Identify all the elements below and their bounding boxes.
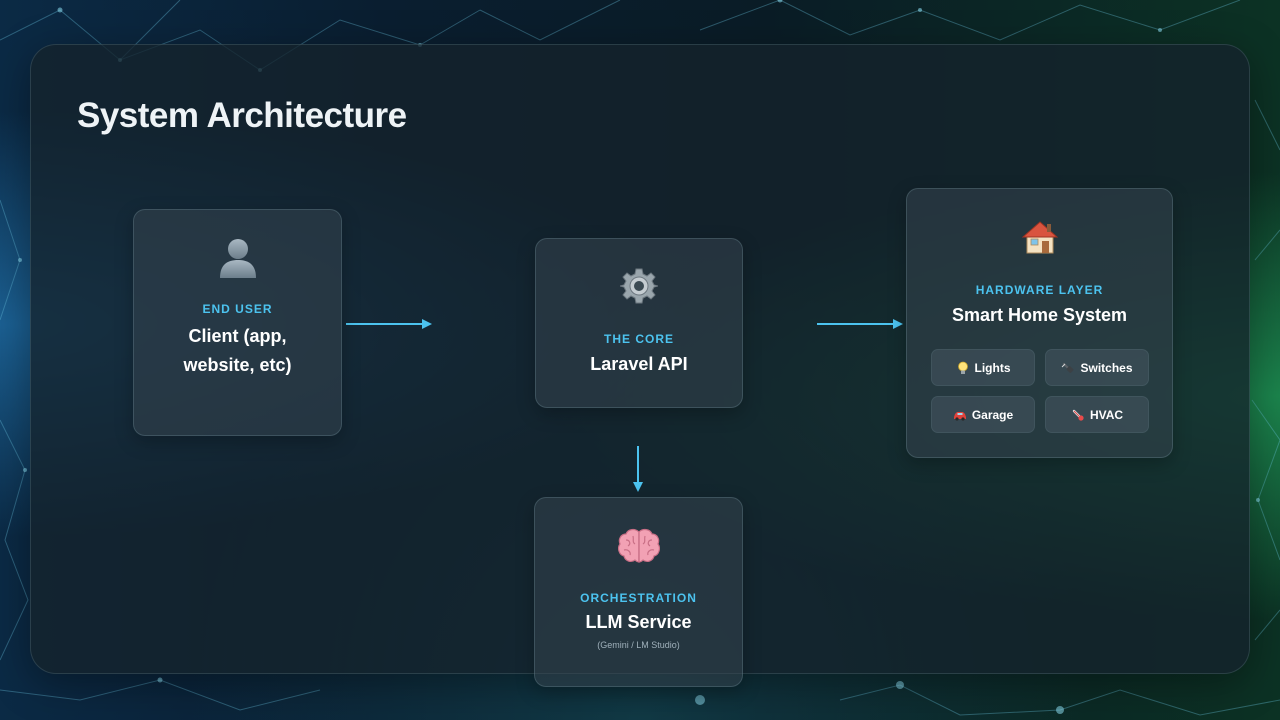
device-label-garage: Garage [971,407,1014,422]
device-label-hvac: HVAC [1089,407,1124,422]
device-switches: Switches [1045,349,1149,386]
llm-kicker: ORCHESTRATION [580,591,697,605]
hardware-name: Smart Home System [951,305,1128,325]
car-icon [953,411,966,421]
core-kicker: THE CORE [603,332,674,346]
llm-subtitle: (Gemini / LM Studio) [597,640,680,650]
device-hvac: HVAC [1045,396,1149,433]
hardware-node: HARDWARE LAYER Smart Home System Lights … [906,188,1173,458]
device-lights: Lights [931,349,1035,386]
core-name: Laravel API [590,354,688,374]
user-icon [219,239,256,278]
brain-icon [617,528,660,563]
arrow-core-to-llm [633,446,643,492]
client-node: END USER Client (app, website, etc) [133,209,342,436]
diagram-title: System Architecture [77,96,407,135]
device-garage: Garage [931,396,1035,433]
llm-name: LLM Service [585,612,692,632]
thermometer-icon [1072,409,1084,421]
gear-icon [620,268,658,304]
core-node: THE CORE Laravel API [535,238,743,408]
device-label-lights: Lights [974,360,1011,375]
client-kicker: END USER [202,302,273,316]
plug-icon [1062,362,1074,373]
hardware-kicker: HARDWARE LAYER [975,283,1104,297]
lightbulb-icon [957,361,968,374]
device-label-switches: Switches [1080,360,1133,375]
client-name: Client (app, website, etc) [183,326,292,375]
arrow-core-to-hardware [817,319,903,329]
llm-node: ORCHESTRATION LLM Service (Gemini / LM S… [534,497,743,687]
device-grid: Lights Switches Garage [931,349,1150,433]
house-icon [1021,221,1058,254]
arrow-client-to-core [346,319,432,329]
